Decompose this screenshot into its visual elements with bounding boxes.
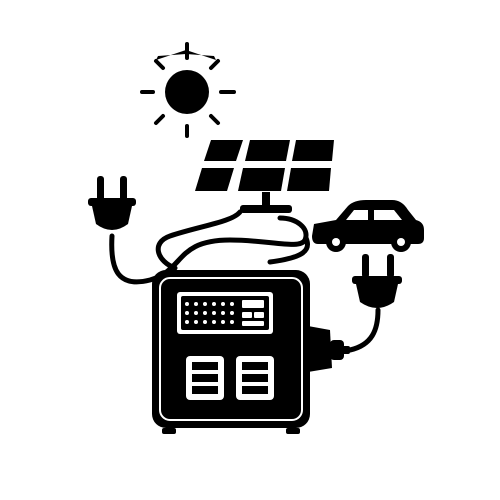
power-plug-icon-right bbox=[352, 254, 402, 308]
station-foot-right bbox=[286, 428, 300, 434]
solar-panel-icon bbox=[195, 140, 334, 213]
portable-power-station-icon bbox=[152, 270, 310, 434]
sun-icon bbox=[140, 42, 236, 138]
outlet-panel-left bbox=[186, 356, 224, 400]
power-plug-icon bbox=[88, 176, 136, 230]
electric-car-icon bbox=[312, 200, 424, 252]
outlet-panel-right bbox=[236, 356, 274, 400]
control-panel bbox=[177, 292, 273, 334]
connector-plug-icon bbox=[308, 326, 350, 372]
power-cables bbox=[109, 209, 381, 353]
station-foot-left bbox=[162, 428, 176, 434]
